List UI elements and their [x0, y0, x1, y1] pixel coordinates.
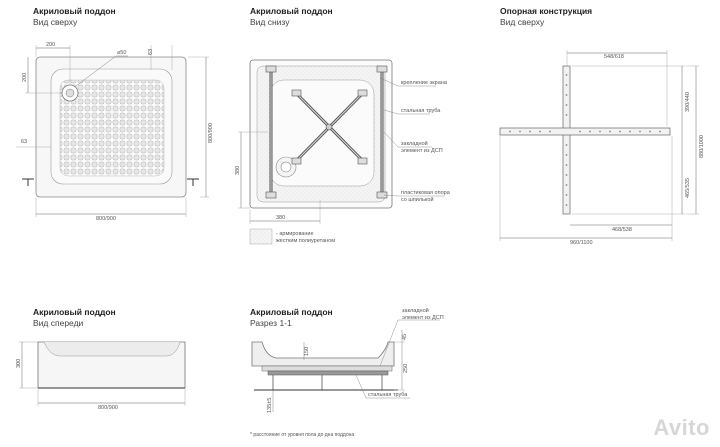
dim-front-300: 300 — [16, 359, 22, 368]
front-view-title: Акриловый поддон — [33, 307, 116, 317]
tray-section — [251, 341, 395, 367]
support-pad — [376, 65, 388, 73]
bottom-view-subtitle: Вид снизу — [250, 17, 290, 27]
dim-bottom-380v: 380 — [235, 166, 241, 175]
dim-top-d50: ⌀50 — [117, 50, 126, 56]
dim-support-468: 468/538 — [612, 227, 632, 233]
dim-support-548: 548/618 — [604, 54, 624, 60]
label-steel-pipe: стальная труба — [401, 108, 441, 114]
dim-support-960: 960/1100 — [570, 240, 593, 246]
section-label-emb-2: элемент из ДСП — [402, 315, 444, 321]
embedded-board — [261, 365, 393, 372]
steel-pipe-section — [267, 370, 389, 376]
label-embedded-2: элемент из ДСП — [401, 148, 443, 154]
top-view-drawing: 200 ⌀50 63 200 63 800/900 800/900 — [16, 42, 214, 222]
dim-section-250: 250 — [403, 364, 409, 373]
support-view-title: Опорная конструкция — [500, 6, 593, 16]
top-view-title: Акриловый поддон — [33, 6, 116, 16]
legend-line-2: жестким полиуретаном — [276, 238, 335, 244]
section-view-subtitle: Разрез 1-1 — [250, 318, 292, 328]
support-beam-horizontal — [499, 127, 671, 136]
anti-slip-pattern — [59, 79, 165, 177]
label-support-1: пластиковая опора — [401, 190, 451, 196]
dim-top-63a: 63 — [148, 49, 154, 55]
support-pad — [265, 65, 277, 73]
front-view-drawing: 300 800/900 — [16, 341, 186, 411]
label-support-2: со шпилькой — [401, 196, 434, 203]
dim-top-63b: 63 — [21, 139, 27, 145]
label-screen-mount: крепление экрана — [401, 80, 448, 86]
section-label-pipe: стальная труба — [368, 392, 408, 398]
section-label-emb-1: закладной — [402, 307, 429, 314]
bottom-view-drawing: крепление экрана стальная труба закладно… — [235, 59, 451, 245]
legend-line-1: - армирование — [276, 231, 314, 237]
dim-bottom-380h: 380 — [276, 215, 285, 221]
support-structure-drawing: 548/618 390/440 880/1000 465/535 468/538… — [499, 50, 705, 246]
dim-section-45: 45 — [402, 334, 408, 340]
drain-hole — [65, 88, 75, 98]
dim-top-200: 200 — [46, 42, 55, 48]
watermark-logo: Avito — [653, 415, 710, 440]
dim-support-465: 465/535 — [685, 178, 691, 198]
dim-support-880: 880/1000 — [699, 135, 705, 158]
support-pad — [265, 191, 277, 199]
dim-top-200v: 200 — [22, 73, 28, 82]
legend-swatch — [249, 228, 273, 245]
section-view-title: Акриловый поддон — [250, 307, 333, 317]
dim-support-390: 390/440 — [685, 92, 691, 112]
dim-front-800: 800/900 — [98, 405, 118, 411]
support-pad — [376, 191, 388, 199]
bottom-view-title: Акриловый поддон — [250, 6, 333, 16]
footnote: * расстояние от уровня пола до дна поддо… — [250, 432, 355, 438]
dim-top-800v: 800/900 — [208, 123, 214, 143]
dim-section-135: 135±5 — [267, 398, 273, 413]
front-view-subtitle: Вид спереди — [33, 318, 84, 328]
section-view-drawing: 150 45 250 135±5 закладной элемент из ДС… — [251, 307, 444, 413]
dim-top-800h: 800/900 — [96, 216, 116, 222]
top-view-subtitle: Вид сверху — [33, 17, 78, 27]
support-view-subtitle: Вид сверху — [500, 17, 545, 27]
dim-section-150: 150 — [304, 347, 310, 356]
label-embedded-1: закладной — [401, 140, 428, 147]
support-beam-vertical — [562, 65, 571, 215]
